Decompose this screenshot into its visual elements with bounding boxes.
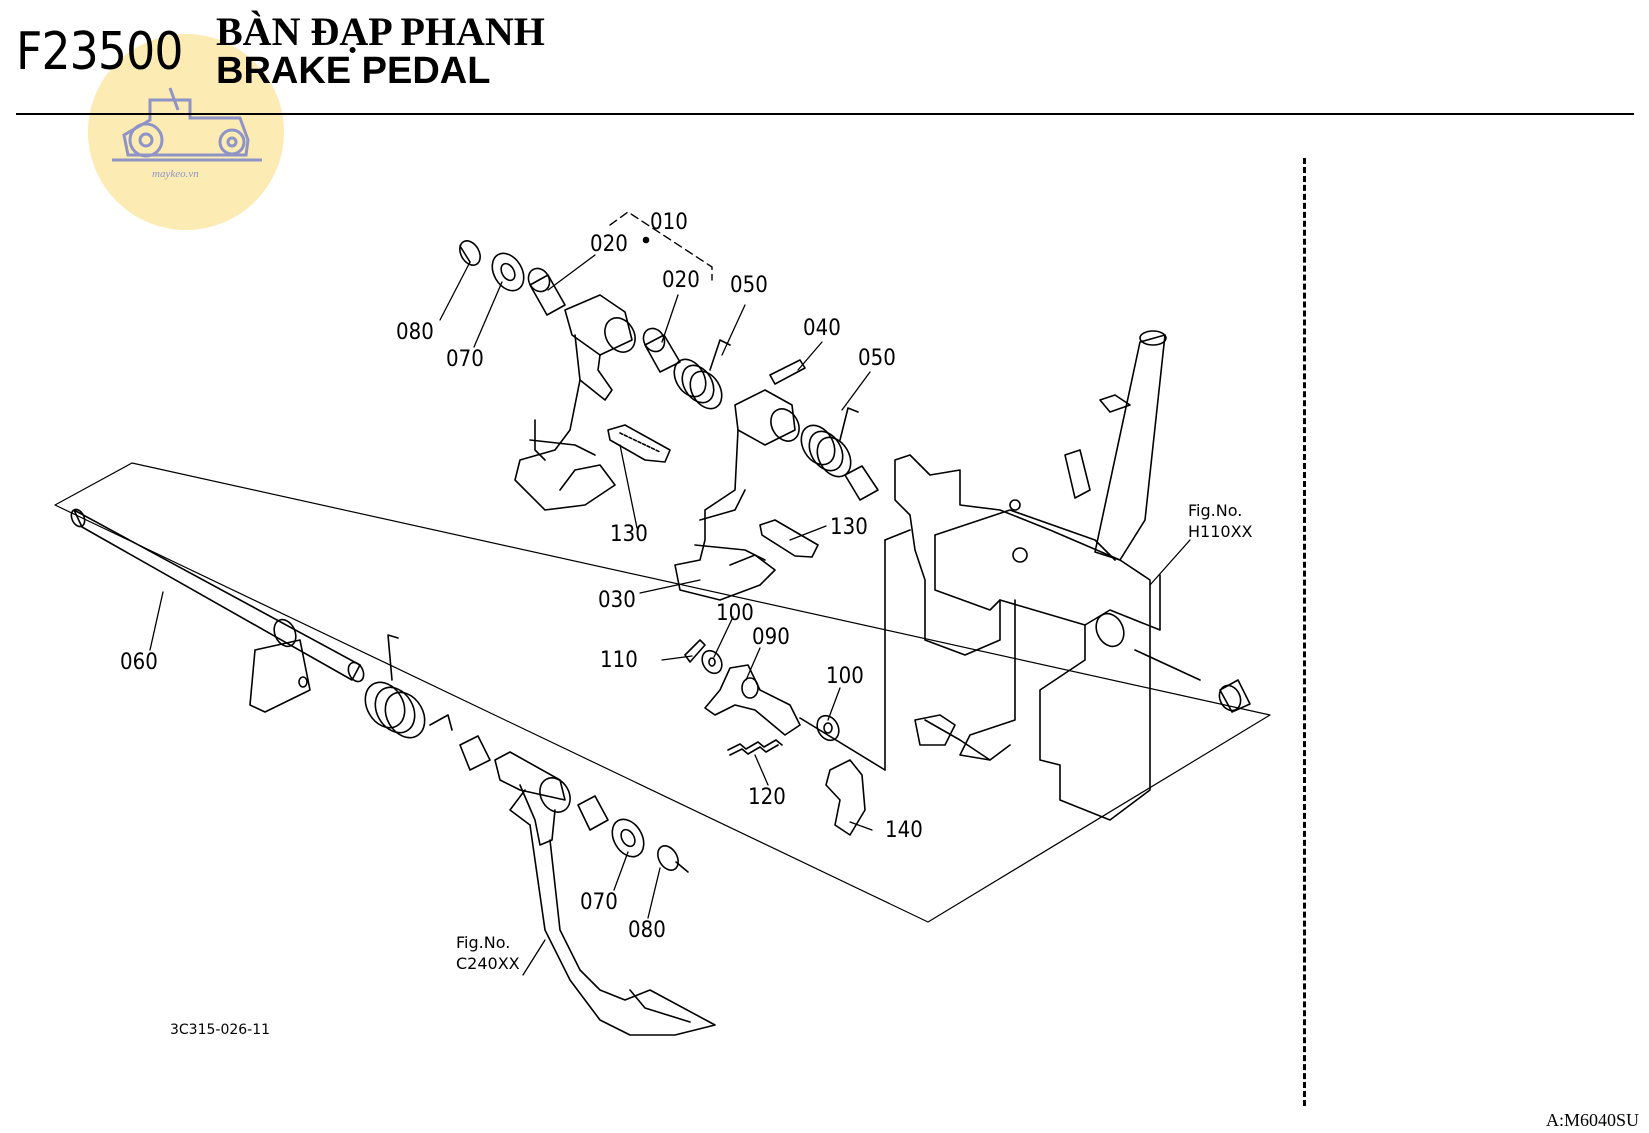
- model-code: A:M6040SU: [1545, 1110, 1639, 1130]
- label-part-050: 050: [858, 346, 896, 371]
- spring-050-upper: [673, 339, 731, 410]
- spring-050-lower: [800, 407, 859, 478]
- label-part-090: 090: [752, 625, 790, 650]
- label-part-060: 060: [120, 650, 158, 675]
- clutch-pedal-lower: [494, 751, 716, 1036]
- frame-bracket: [894, 330, 1251, 821]
- label-part-070: 070: [446, 347, 484, 372]
- label-part-110: 110: [600, 648, 638, 673]
- pedal-pad-130-upper: [607, 424, 671, 463]
- bushing-020-right: [642, 327, 681, 373]
- page-title-english: BRAKE PEDAL: [216, 50, 491, 92]
- brake-pedal-right: [674, 389, 800, 601]
- cotter-pin-110: [684, 639, 706, 663]
- dot-marker: [642, 236, 650, 244]
- part-140: [825, 759, 866, 836]
- label-part-130: 130: [610, 522, 648, 547]
- watermark-logo: [88, 34, 284, 230]
- label-part-120: 120: [748, 785, 786, 810]
- header-divider: [16, 113, 1634, 115]
- bushing-left-lower: [459, 735, 491, 771]
- label-part-010: 010: [650, 210, 688, 235]
- bushing-lower: [577, 795, 609, 831]
- page-title-vietnamese: BÀN ĐẠP PHANH: [216, 9, 545, 54]
- label-part-030: 030: [598, 588, 636, 613]
- washer-100-upper: [701, 649, 723, 675]
- label-part-070: 070: [580, 890, 618, 915]
- label-part-100: 100: [826, 664, 864, 689]
- label-part-130: 130: [830, 515, 868, 540]
- leader-lines: [149, 254, 1191, 976]
- washer-070-upper: [491, 252, 525, 292]
- lever-090: [704, 664, 801, 736]
- figure-reference-c240[interactable]: Fig.No. C240XX: [456, 932, 520, 974]
- washer-070-lower: [611, 818, 645, 858]
- watermark-text: maykeo.vn: [152, 168, 199, 180]
- figure-reference-label: Fig.No.: [1188, 501, 1243, 520]
- label-part-040: 040: [803, 316, 841, 341]
- figure-reference-number: C240XX: [456, 954, 520, 973]
- label-part-080: 080: [396, 320, 434, 345]
- bushing-020-left: [527, 267, 566, 316]
- assembly-boundary: [54, 462, 1271, 923]
- pedal-pad-130-lower: [759, 519, 819, 558]
- label-part-020: 020: [662, 268, 700, 293]
- label-part-080: 080: [628, 918, 666, 943]
- label-part-050: 050: [730, 273, 768, 298]
- brake-shaft-060: [70, 508, 365, 713]
- figure-code: F23500: [16, 22, 184, 82]
- snap-ring-080-lower: [657, 845, 689, 873]
- spring-120: [727, 739, 783, 756]
- page-boundary-dashed-line: [1303, 158, 1306, 1106]
- figure-reference-h110[interactable]: Fig.No. H110XX: [1188, 500, 1253, 542]
- label-part-100: 100: [716, 601, 754, 626]
- figure-reference-number: H110XX: [1188, 522, 1253, 541]
- pin-040: [769, 359, 806, 385]
- drawing-number: 3C315-026-11: [170, 1022, 271, 1038]
- figure-reference-label: Fig.No.: [456, 933, 511, 952]
- group-bracket-010: [609, 211, 713, 281]
- brake-pedal-left: [514, 294, 636, 511]
- return-spring: [364, 634, 453, 739]
- label-part-140: 140: [885, 818, 923, 843]
- bushing-frame: [844, 465, 879, 501]
- snap-ring-080-upper: [459, 240, 481, 266]
- label-part-020: 020: [590, 232, 628, 257]
